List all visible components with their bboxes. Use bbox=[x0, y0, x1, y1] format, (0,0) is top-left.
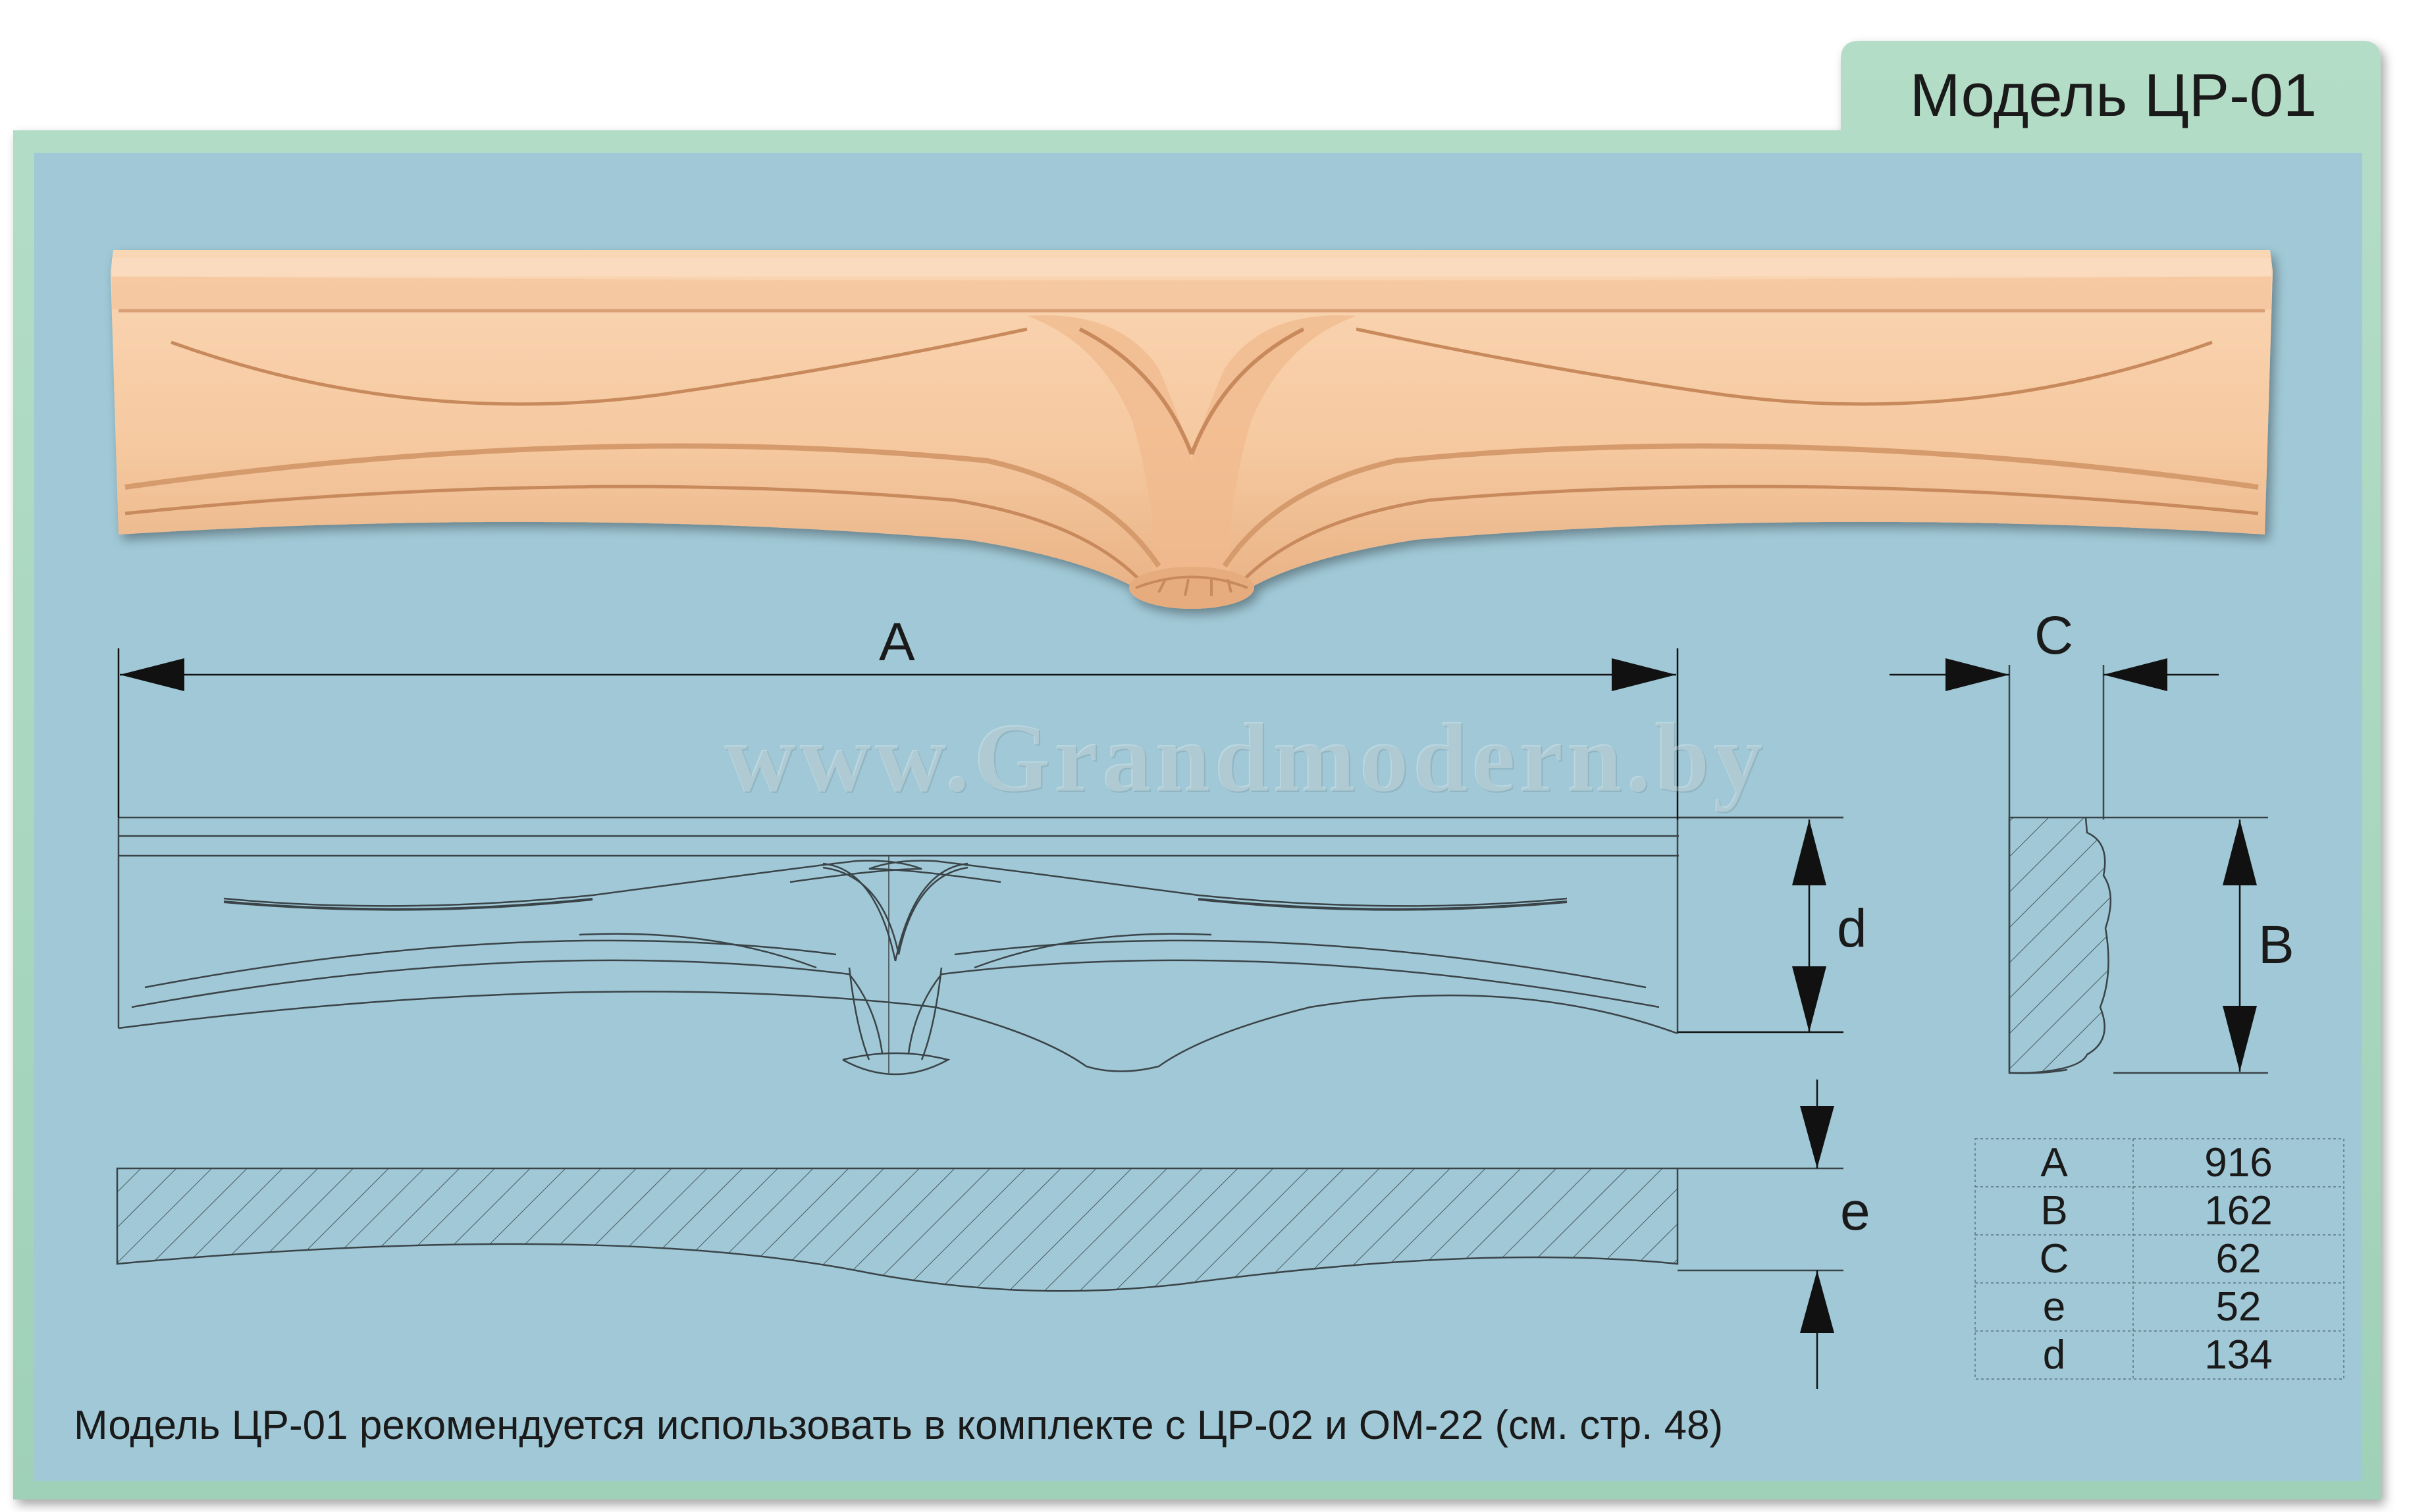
dimension-label-a: A bbox=[879, 612, 915, 672]
spec-key: C bbox=[2039, 1236, 2069, 1282]
dimension-arrows bbox=[120, 658, 2257, 1333]
spec-key: A bbox=[2040, 1140, 2068, 1186]
dimension-label-b: B bbox=[2258, 915, 2294, 975]
table-row: C 62 bbox=[1975, 1235, 2344, 1283]
front-view-drawing bbox=[117, 816, 1843, 1076]
spec-key: B bbox=[2040, 1188, 2068, 1234]
dimensions-table: A 916 B 162 C 62 e 52 d 134 bbox=[1975, 1139, 2344, 1379]
spec-value: 134 bbox=[2204, 1332, 2273, 1378]
spec-key: d bbox=[2042, 1332, 2066, 1378]
section-view-drawing bbox=[116, 1167, 1843, 1292]
table-row: e 52 bbox=[1975, 1283, 2344, 1331]
table-row: A 916 bbox=[1975, 1139, 2344, 1187]
usage-footnote: Модель ЦР-01 рекомендуется использовать … bbox=[74, 1403, 1724, 1448]
product-photo bbox=[111, 250, 2273, 609]
watermark-text: www.Grandmodern.by bbox=[724, 703, 1767, 812]
spec-table-grid bbox=[1974, 1138, 2344, 1380]
dimension-label-c: C bbox=[2034, 606, 2074, 665]
spec-value: 162 bbox=[2204, 1188, 2273, 1234]
page-title: Модель ЦР-01 bbox=[1909, 61, 2317, 129]
dimension-label-e: e bbox=[1840, 1182, 1870, 1241]
side-profile-drawing bbox=[2008, 665, 2268, 1074]
dimension-label-d: d bbox=[1837, 899, 1867, 958]
spec-value: 62 bbox=[2215, 1236, 2262, 1282]
spec-key: e bbox=[2042, 1284, 2066, 1330]
spec-value: 52 bbox=[2215, 1284, 2262, 1330]
table-row: B 162 bbox=[1975, 1187, 2344, 1235]
table-row: d 134 bbox=[1975, 1331, 2344, 1379]
spec-value: 916 bbox=[2204, 1140, 2273, 1186]
